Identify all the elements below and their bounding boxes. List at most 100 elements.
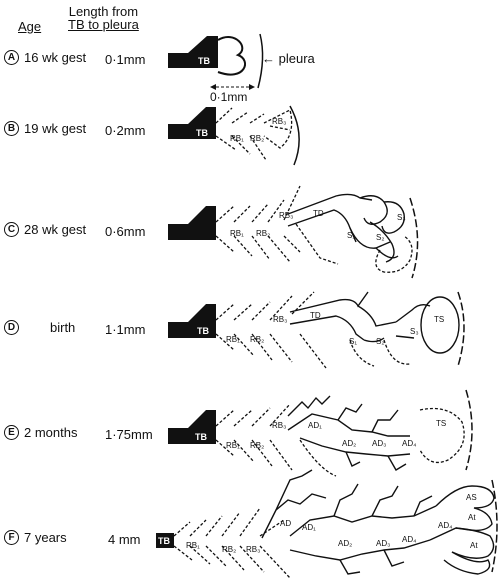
row-b-pleura-line xyxy=(289,105,300,166)
row-a-scale-label: 0·1mm xyxy=(210,90,247,104)
row-e-length: 1·75mm xyxy=(105,427,153,442)
row-c-td-label: TD xyxy=(313,209,324,218)
row-d-rb3-label: RB₃ xyxy=(273,315,287,324)
row-f-tb-block xyxy=(156,533,174,548)
row-a-diagram: TB ← pleura 0·1mm xyxy=(168,33,316,104)
row-f-alveolar-sacs xyxy=(429,485,495,575)
row-a-tb-block xyxy=(168,36,218,68)
row-e-ad2-label: AD₂ xyxy=(342,439,356,448)
row-a-label: A 16 wk gest xyxy=(4,50,86,65)
row-d-td-label: TD xyxy=(310,311,321,320)
row-a-letter: A xyxy=(4,50,19,65)
row-f-label: F 7 years xyxy=(4,530,67,545)
row-b-letter: B xyxy=(4,121,19,136)
row-c-pleura-line xyxy=(409,197,419,279)
row-a-pleura-line xyxy=(257,33,264,89)
row-d-pleura-line xyxy=(457,291,465,367)
row-b-length: 0·2mm xyxy=(105,123,146,138)
row-f-ad-label: AD xyxy=(280,519,291,528)
row-f-rb1-label: RB₁ xyxy=(186,541,200,550)
row-f-pleura-line xyxy=(491,479,498,573)
row-b-tb-block xyxy=(168,107,216,139)
row-d-letter: D xyxy=(4,320,19,335)
row-a-pleura-label: ← pleura xyxy=(262,51,316,66)
row-f-dashed-branches xyxy=(173,507,291,579)
row-f-letter: F xyxy=(4,530,19,545)
row-f-as-label: AS xyxy=(466,493,477,502)
row-b-age: 19 wk gest xyxy=(24,121,87,136)
row-b-rb2-label: RB₂ xyxy=(250,134,264,143)
row-c-s1-label: S₁ xyxy=(347,231,355,240)
row-c-dashed-sac xyxy=(375,235,413,273)
row-d-diagram: TB RB₁ RB₂ RB₃ TD S₁ S₂ S₃ TS xyxy=(168,291,465,369)
row-d-tb-label: TB xyxy=(197,326,209,336)
row-f-rb2-label: RB₂ xyxy=(222,545,236,554)
row-a-tb-label: TB xyxy=(198,56,210,66)
row-d-tb-block xyxy=(168,304,216,338)
row-b-tb-label: TB xyxy=(196,128,208,138)
row-c-rb2-label: RB₂ xyxy=(256,229,270,238)
row-c-age: 28 wk gest xyxy=(24,222,87,237)
row-d-rb2-label: RB₂ xyxy=(250,335,264,344)
row-c-label: C 28 wk gest xyxy=(4,222,86,237)
row-d-s2-label: S₂ xyxy=(376,337,384,346)
row-c-dashed-branches xyxy=(215,185,339,265)
row-e-tb-label: TB xyxy=(195,432,207,442)
row-d-s3-label: S₃ xyxy=(410,327,419,336)
row-a-sac xyxy=(217,36,247,76)
row-f-at-label-1: At xyxy=(468,513,476,522)
row-c-s2-label: S₂ xyxy=(376,233,384,242)
row-e-pleura-line xyxy=(465,389,473,471)
row-d-ts-label: TS xyxy=(434,315,444,324)
row-d-length: 1·1mm xyxy=(105,322,146,337)
length-header-line2: TB to pleura xyxy=(68,17,139,32)
row-b-rb3-label: RB₃ xyxy=(272,117,286,126)
row-e-age: 2 months xyxy=(24,425,78,440)
row-e-rb1-label: RB₁ xyxy=(226,441,240,450)
row-c-s3-label: S₃ xyxy=(397,213,406,222)
length-header-line1: Length from xyxy=(68,4,139,19)
row-d-rb1-label: RB₁ xyxy=(226,335,240,344)
row-a-length: 0·1mm xyxy=(105,52,146,67)
row-e-rb3-label: RB₃ xyxy=(272,421,286,430)
row-c-diagram: RB₁ RB₂ RB₃ TD S₁ S₂ S₃ xyxy=(168,185,419,279)
row-b-dashed-branches xyxy=(215,107,293,161)
row-c-solid-branches xyxy=(287,193,405,263)
row-f-solid-branches xyxy=(261,469,437,575)
row-f-at-label-2: At xyxy=(470,541,478,550)
row-f-ad-label-2: AD₄ xyxy=(438,521,452,530)
row-d-terminal-sac xyxy=(420,296,460,354)
row-e-ad3-label: AD₃ xyxy=(372,439,386,448)
row-d-age: birth xyxy=(50,320,76,335)
row-e-diagram: TB RB₁ RB₂ RB₃ AD₁ AD₂ AD₃ AD₄ TS xyxy=(168,389,473,477)
row-b-rb1-label: RB₁ xyxy=(230,134,244,143)
row-e-ad4-label: AD₄ xyxy=(402,439,416,448)
age-header: Age xyxy=(18,19,42,34)
row-e-tb-block xyxy=(168,410,216,444)
row-d-dashed-branches xyxy=(215,291,411,369)
row-e-dashed-branches xyxy=(215,403,465,477)
row-e-label: E 2 months xyxy=(4,425,77,440)
row-f-rb3-label: RB₃ xyxy=(246,545,260,554)
row-f-ad2-label: AD₂ xyxy=(338,539,352,548)
row-a-age: 16 wk gest xyxy=(24,50,87,65)
row-f-ad4-label: AD₄ xyxy=(402,535,416,544)
row-f-ad3-label: AD₃ xyxy=(376,539,390,548)
row-c-tb-block xyxy=(168,206,216,240)
length-header: Length from TB to pleura xyxy=(68,5,139,31)
row-d-s1-label: S₁ xyxy=(349,337,357,346)
row-d-solid-branches xyxy=(289,291,431,343)
row-c-rb1-label: RB₁ xyxy=(230,229,244,238)
row-c-rb3-label: RB₃ xyxy=(279,211,293,220)
row-f-tb-label: TB xyxy=(158,536,170,546)
row-f-diagram: TB RB₁ RB₂ RB₃ AD A xyxy=(156,469,498,579)
row-e-ts-label: TS xyxy=(436,419,446,428)
row-f-age: 7 years xyxy=(24,530,67,545)
row-c-length: 0·6mm xyxy=(105,224,146,239)
row-e-letter: E xyxy=(4,425,19,440)
row-f-length: 4 mm xyxy=(108,532,141,547)
row-f-ad1-label: AD₁ xyxy=(302,523,316,532)
row-c-letter: C xyxy=(4,222,19,237)
row-e-rb2-label: RB₂ xyxy=(250,441,264,450)
